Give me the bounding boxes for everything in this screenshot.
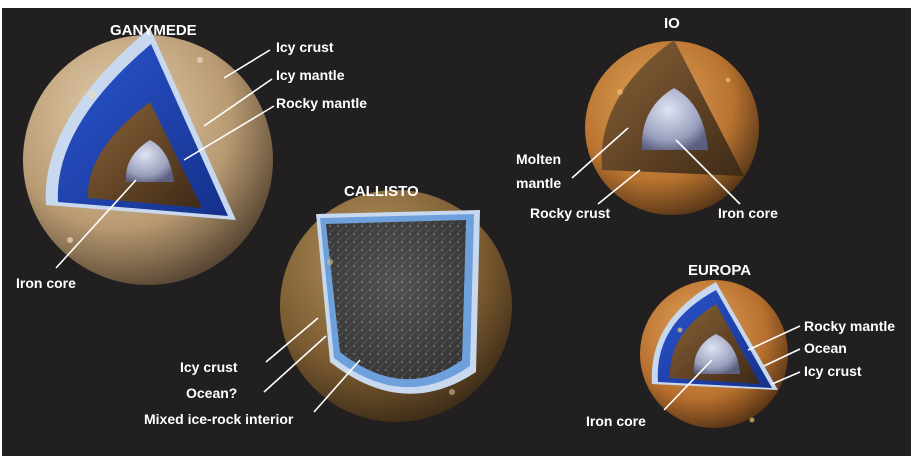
ganymede-label-icy-mantle: Icy mantle [276, 67, 345, 83]
io-label-rocky-crust: Rocky crust [530, 205, 610, 221]
europa-label-iron-core: Iron core [586, 413, 646, 429]
ganymede-label-rocky-mantle: Rocky mantle [276, 95, 367, 111]
ganymede-cutaway [23, 28, 273, 285]
europa-cutaway [640, 280, 788, 428]
callisto-cutaway [280, 190, 512, 422]
ganymede-label-iron-core: Iron core [16, 275, 76, 291]
ganymede-title: GANYMEDE [110, 22, 197, 39]
callisto-label-icy-crust: Icy crust [180, 359, 238, 375]
europa-title: EUROPA [688, 262, 751, 279]
io-title: IO [664, 15, 680, 32]
europa-label-rocky-mantle: Rocky mantle [804, 318, 895, 334]
io-label-mantle: mantle [516, 175, 561, 191]
europa-label-icy-crust: Icy crust [804, 363, 862, 379]
ganymede-label-icy-crust: Icy crust [276, 39, 334, 55]
callisto-label-ocean: Ocean? [186, 385, 237, 401]
io-label-iron-core: Iron core [718, 205, 778, 221]
io-label-molten: Molten [516, 151, 561, 167]
ganymede-icy-crust-leader [224, 50, 270, 78]
callisto-label-interior: Mixed ice-rock interior [144, 411, 294, 427]
callisto-title: CALLISTO [344, 183, 419, 200]
io-cutaway [585, 40, 759, 215]
europa-label-ocean: Ocean [804, 340, 847, 356]
